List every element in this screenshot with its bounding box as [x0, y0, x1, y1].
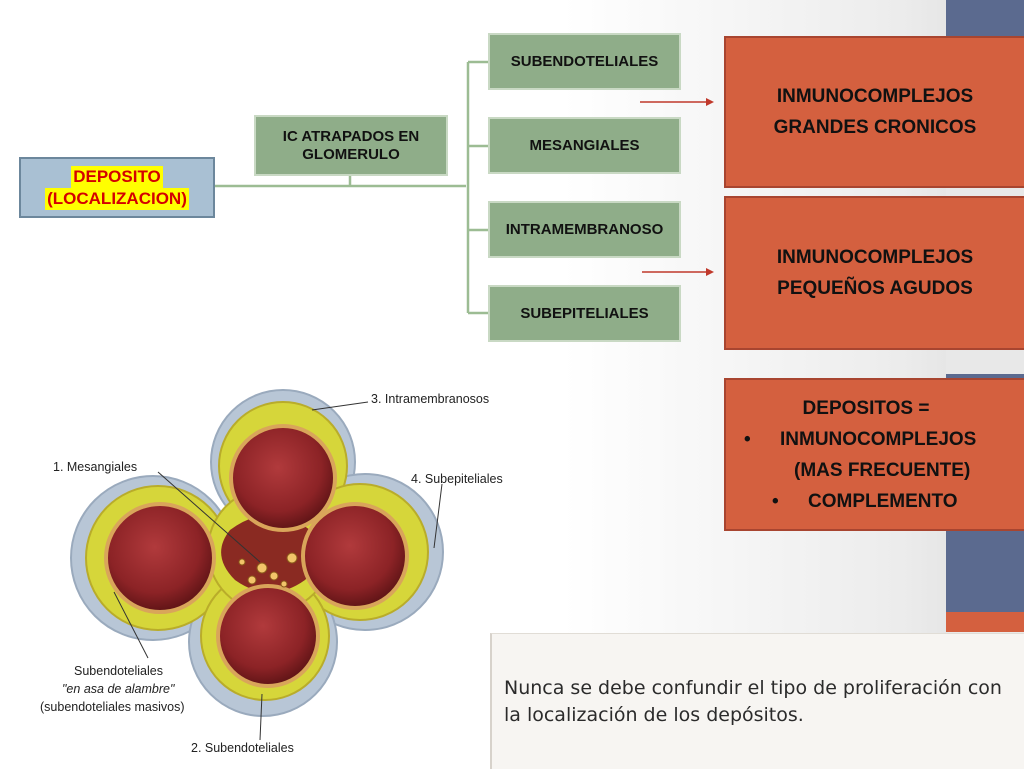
location-subepiteliales: SUBEPITELIALES [488, 285, 681, 342]
deposits-box: DEPOSITOS = •INMUNOCOMPLEJOS (MAS FRECUE… [724, 378, 1024, 531]
deposits-title: DEPOSITOS = [802, 397, 930, 419]
large-line1: INMUNOCOMPLEJOS [776, 86, 974, 107]
arrow-to-small [642, 268, 714, 276]
small-line2: PEQUEÑOS AGUDOS [777, 278, 973, 299]
location-label: INTRAMEMBRANOSO [505, 220, 664, 238]
ic-line2: GLOMERULO [302, 145, 400, 163]
deposito-line1: DEPOSITO [71, 165, 163, 188]
location-mesangiales: MESANGIALES [488, 117, 681, 174]
note-box: Nunca se debe confundir el tipo de proli… [490, 633, 1024, 769]
deposits-list: •INMUNOCOMPLEJOS (MAS FRECUENTE) •COMPLE… [726, 424, 976, 517]
location-label: SUBENDOTELIALES [510, 52, 659, 70]
glomerulus-illustration [70, 389, 444, 741]
large-line2: GRANDES CRONICOS [773, 117, 977, 138]
deposito-box: DEPOSITO (LOCALIZACION) [19, 157, 215, 218]
large-complexes-box: INMUNOCOMPLEJOS GRANDES CRONICOS [724, 36, 1024, 188]
small-complexes-box: INMUNOCOMPLEJOS PEQUEÑOS AGUDOS [724, 196, 1024, 350]
arrow-to-large [640, 98, 714, 106]
label-intramembranosos: 3. Intramembranosos [371, 392, 490, 406]
small-line1: INMUNOCOMPLEJOS [776, 247, 974, 268]
deposits-item: •COMPLEMENTO [772, 490, 958, 512]
location-intramembranoso: INTRAMEMBRANOSO [488, 201, 681, 258]
deposito-line2: (LOCALIZACION) [45, 187, 189, 210]
label-mesangiales: 1. Mesangiales [53, 460, 138, 474]
ic-atrapados-box: IC ATRAPADOS EN GLOMERULO [254, 115, 448, 176]
location-label: SUBEPITELIALES [520, 304, 649, 322]
label-subendoteliales: 2. Subendoteliales [191, 741, 294, 755]
note-line1: Nunca se debe confundir el tipo de proli… [504, 677, 1002, 699]
location-subendoteliales: SUBENDOTELIALES [488, 33, 681, 90]
note-line2: la localización de los depósitos. [504, 704, 804, 726]
deposits-item: (MAS FRECUENTE) [794, 459, 971, 481]
note-text: Nunca se debe confundir el tipo de proli… [504, 675, 1002, 729]
label-subendo-line1: Subendoteliales [74, 664, 163, 678]
location-label: MESANGIALES [529, 136, 640, 154]
label-subepiteliales: 4. Subepiteliales [411, 472, 503, 486]
label-subendo-line3: (subendoteliales masivos) [40, 700, 185, 714]
deposits-item: •INMUNOCOMPLEJOS [744, 428, 977, 450]
label-subendo-line2: "en asa de alambre" [62, 682, 175, 696]
ic-line1: IC ATRAPADOS EN [282, 127, 420, 145]
